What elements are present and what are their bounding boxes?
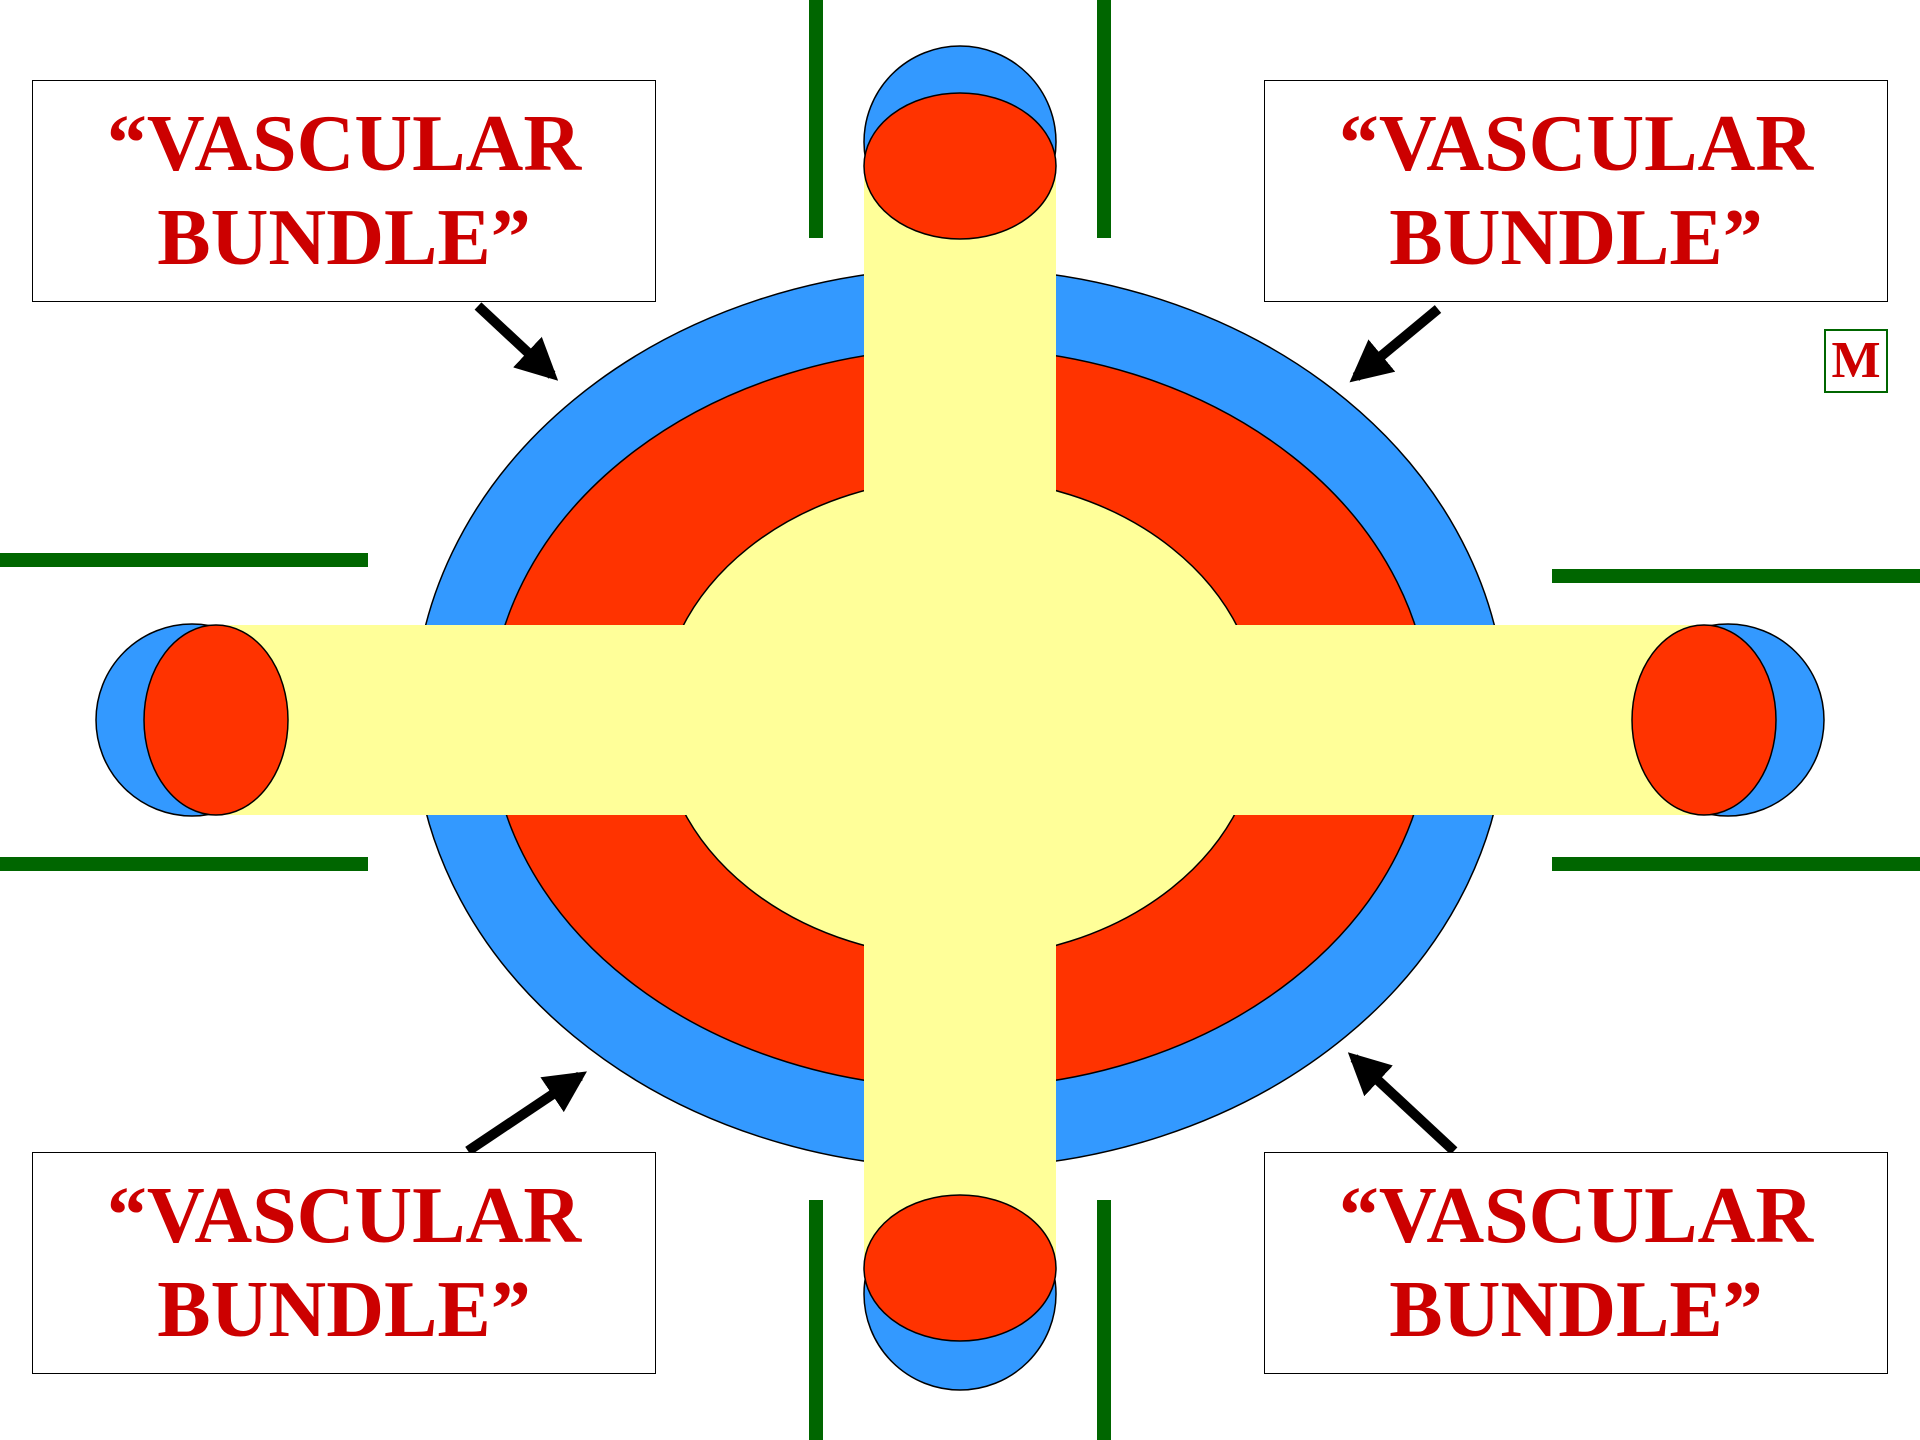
- bottom-end-red-face: [864, 1195, 1056, 1341]
- label-line-2: BUNDLE”: [157, 191, 530, 285]
- label-line-2: BUNDLE”: [1389, 1263, 1762, 1357]
- left-end-red-face: [144, 625, 288, 815]
- arm-horizontal: [216, 625, 1704, 815]
- label-box-bottom-right: “VASCULAR BUNDLE”: [1264, 1152, 1888, 1374]
- label-box-top-right: “VASCULAR BUNDLE”: [1264, 80, 1888, 302]
- label-line-1: “VASCULAR: [1339, 1169, 1813, 1263]
- bundle-arms: [216, 166, 1704, 1268]
- m-badge: M: [1824, 329, 1888, 393]
- arrow-bottom-right: [1354, 1058, 1454, 1151]
- label-line-1: “VASCULAR: [107, 97, 581, 191]
- label-line-1: “VASCULAR: [107, 1169, 581, 1263]
- label-box-bottom-left: “VASCULAR BUNDLE”: [32, 1152, 656, 1374]
- arrow-top-left: [478, 306, 552, 375]
- label-box-top-left: “VASCULAR BUNDLE”: [32, 80, 656, 302]
- label-line-2: BUNDLE”: [157, 1263, 530, 1357]
- label-line-2: BUNDLE”: [1389, 191, 1762, 285]
- arrow-bottom-left: [468, 1076, 580, 1151]
- right-end-red-face: [1632, 625, 1776, 815]
- top-end-red-face: [864, 93, 1056, 239]
- arrow-top-right: [1356, 309, 1438, 377]
- label-line-1: “VASCULAR: [1339, 97, 1813, 191]
